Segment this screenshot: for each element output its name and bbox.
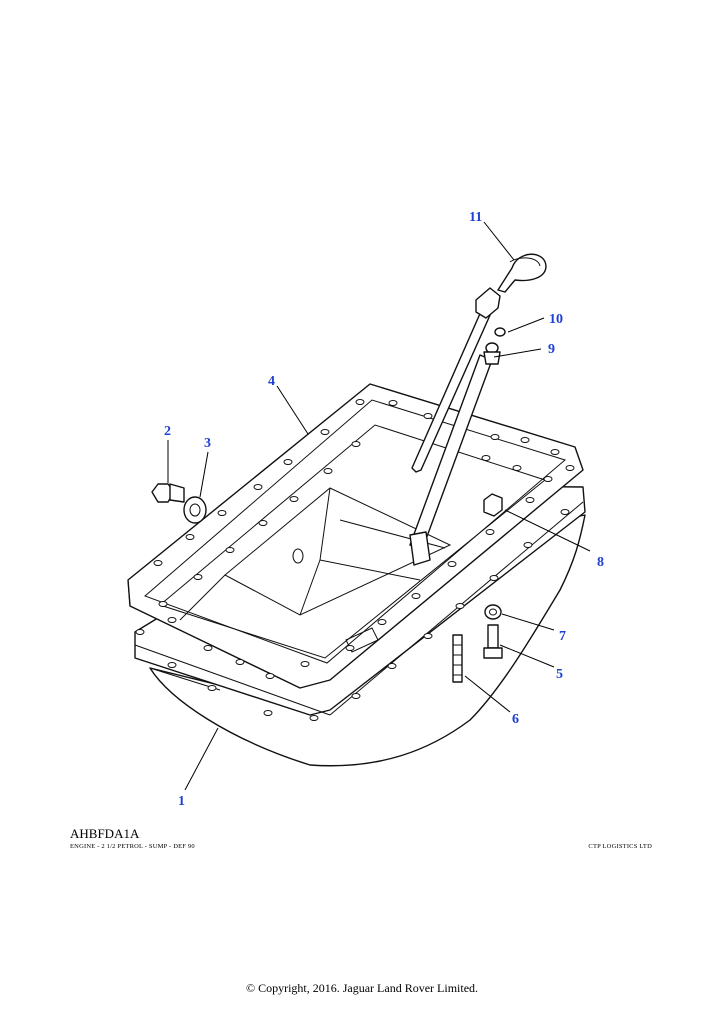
callouts: 1 2 3 4 5 6 7 8 9 10 11 bbox=[164, 210, 604, 809]
callout-10[interactable]: 10 bbox=[549, 312, 563, 327]
dipstick[interactable] bbox=[411, 253, 547, 473]
diagram-title: ENGINE - 2 1/2 PETROL - SUMP - DEF 90 bbox=[70, 843, 195, 850]
brand-label: CTP LOGISTICS LTD bbox=[588, 843, 652, 850]
washer[interactable] bbox=[484, 604, 502, 620]
dipstick-o-ring[interactable] bbox=[494, 327, 506, 337]
sump-gasket[interactable] bbox=[127, 383, 584, 689]
copyright-notice: © Copyright, 2016. Jaguar Land Rover Lim… bbox=[245, 981, 479, 995]
callout-4[interactable]: 4 bbox=[268, 374, 275, 389]
callout-3[interactable]: 3 bbox=[204, 436, 211, 451]
gasket-bolt-holes bbox=[153, 399, 575, 679]
callout-9[interactable]: 9 bbox=[548, 342, 555, 357]
drain-plug[interactable] bbox=[151, 483, 185, 503]
stud[interactable] bbox=[452, 634, 463, 683]
callout-6[interactable]: 6 bbox=[512, 712, 519, 727]
callout-1[interactable]: 1 bbox=[178, 794, 185, 809]
dipstick-tube[interactable] bbox=[409, 342, 501, 566]
drain-plug-washer[interactable] bbox=[183, 496, 207, 524]
diagram-code: AHBFDA1A bbox=[70, 826, 140, 841]
flange-bolt-holes bbox=[135, 509, 570, 721]
leader-lines bbox=[167, 221, 591, 791]
callout-11[interactable]: 11 bbox=[469, 210, 482, 225]
callout-2[interactable]: 2 bbox=[164, 424, 171, 439]
bolt[interactable] bbox=[483, 624, 503, 659]
callout-5[interactable]: 5 bbox=[556, 667, 563, 682]
callout-7[interactable]: 7 bbox=[559, 629, 566, 644]
nut[interactable] bbox=[483, 493, 503, 517]
callout-8[interactable]: 8 bbox=[597, 555, 604, 570]
